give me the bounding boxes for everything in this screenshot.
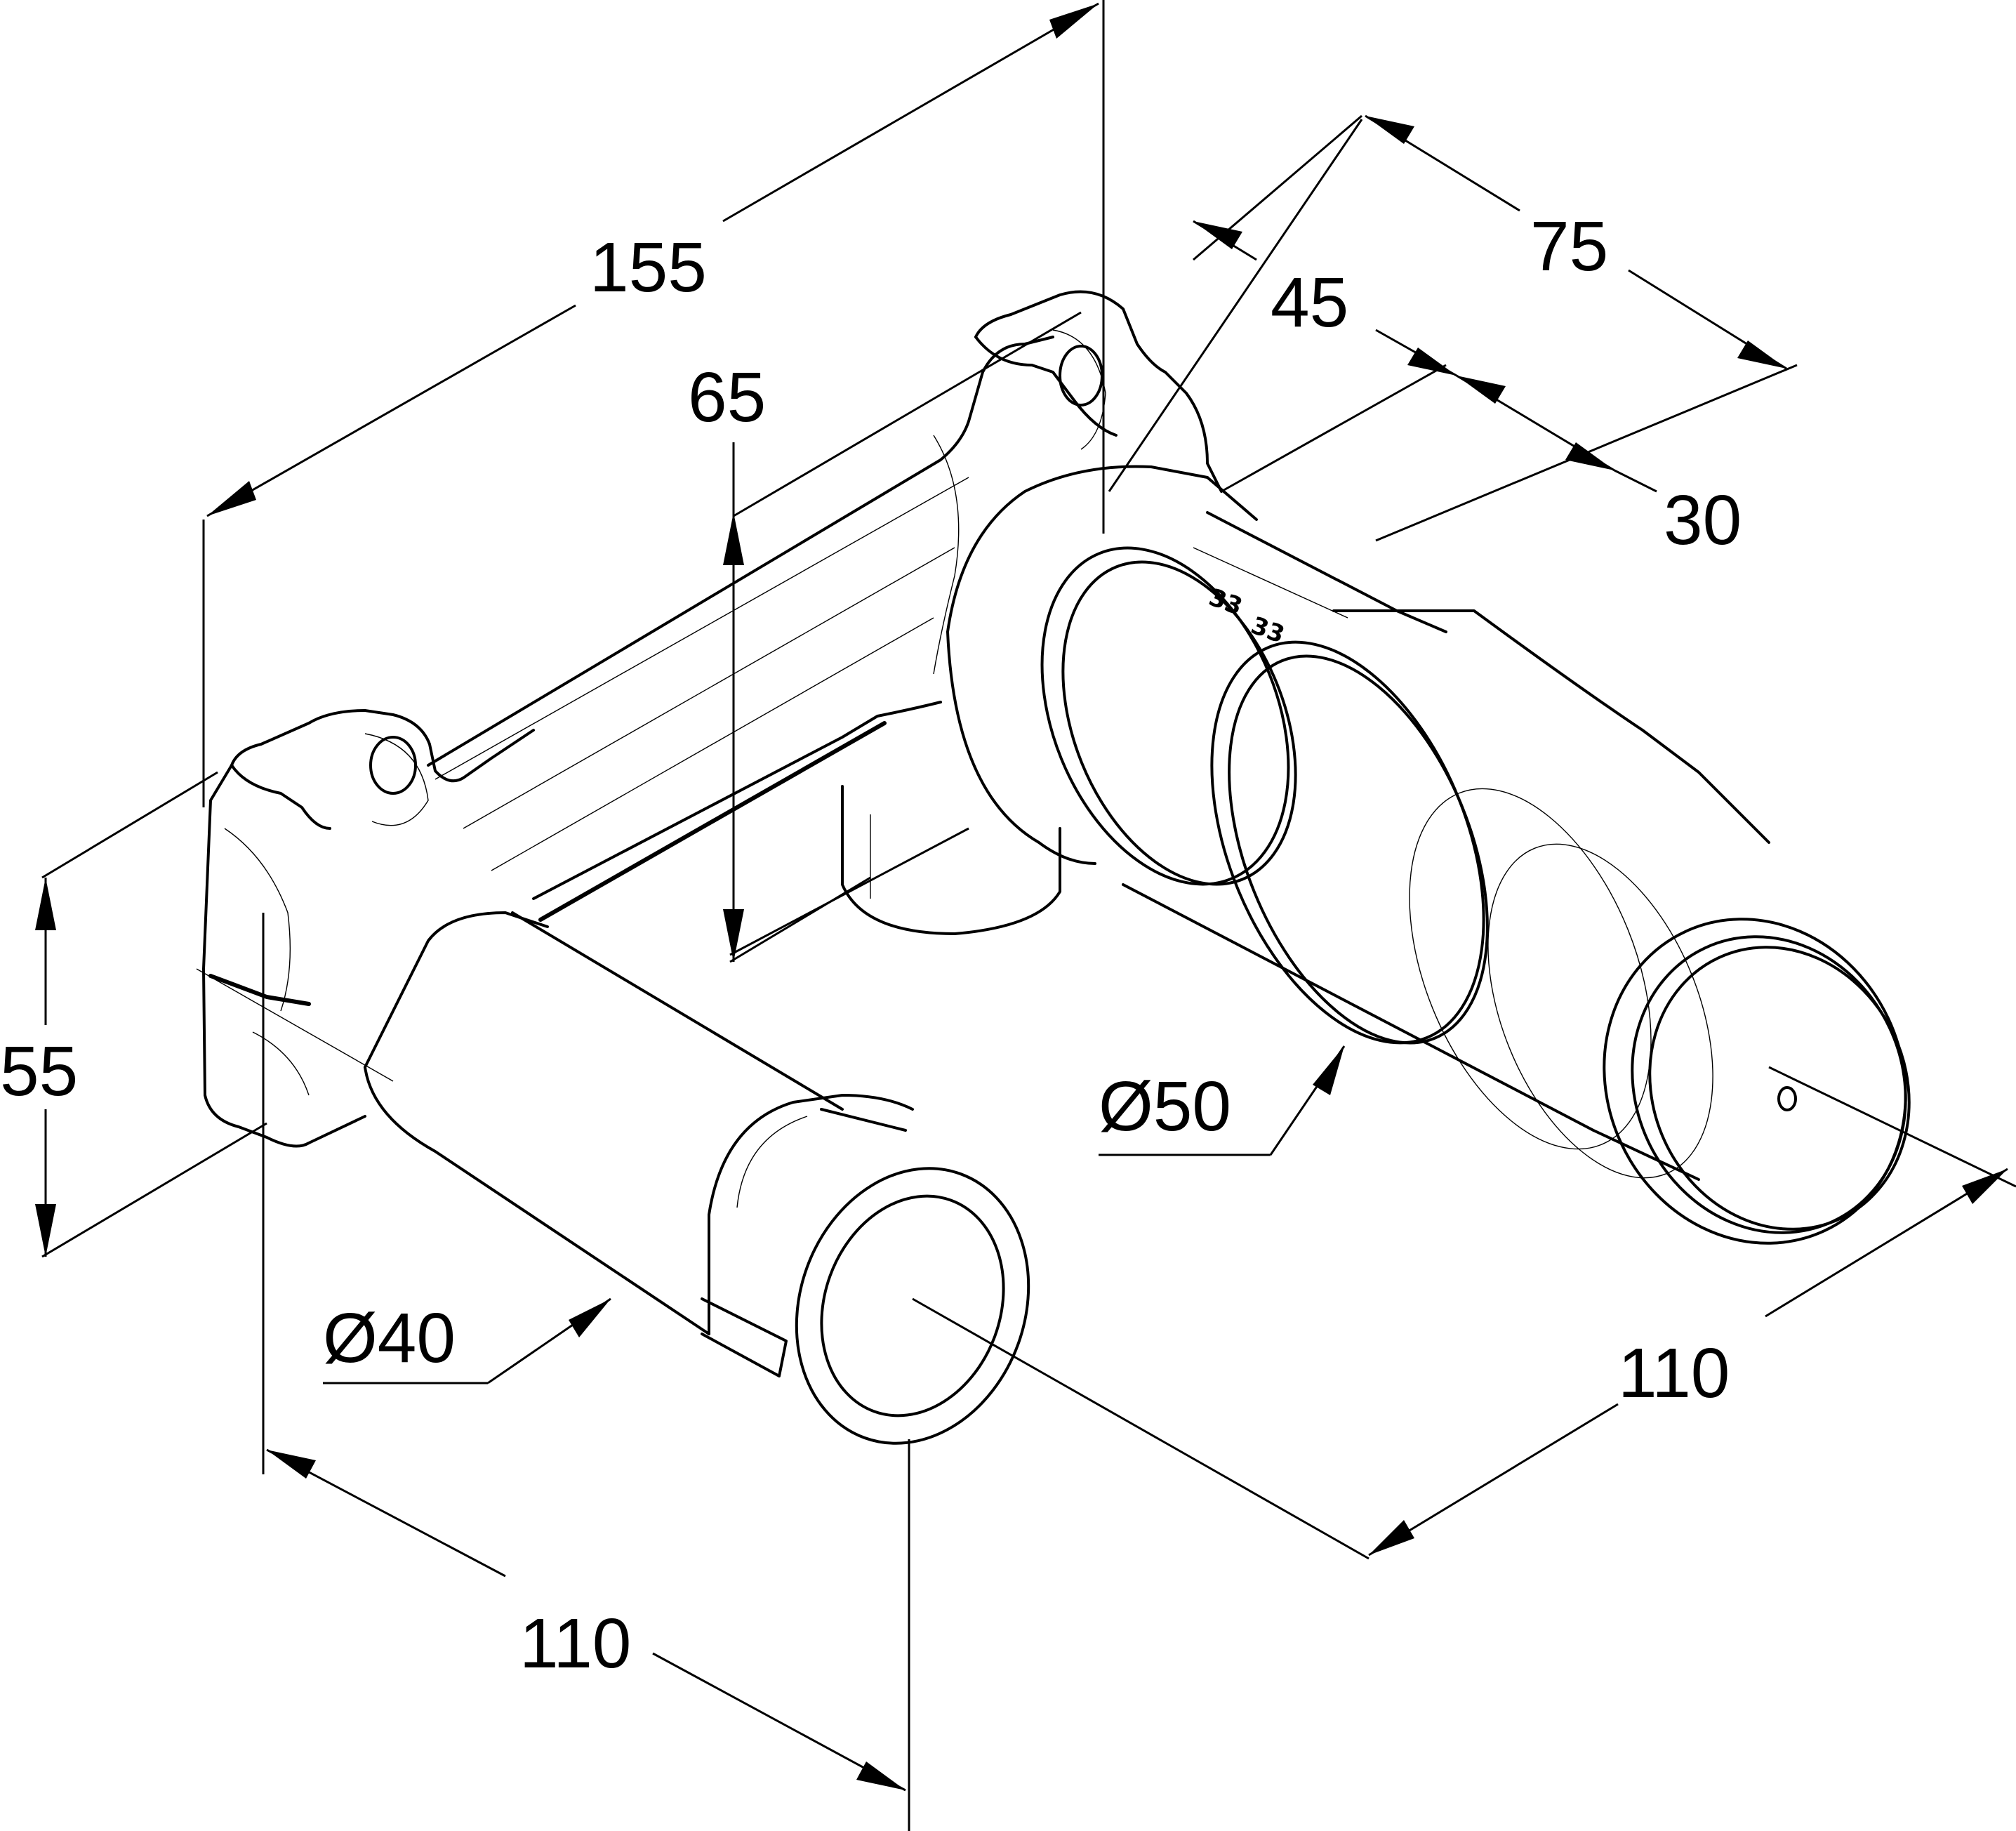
wall-mounting-body (202, 290, 1223, 1148)
dimension-55: 55 (0, 1032, 78, 1111)
dimension-lines (35, 0, 2016, 1831)
dimension-75: 75 (1530, 207, 1608, 286)
dimension-110-right: 110 (1618, 1334, 1730, 1413)
dimension-45: 45 (1271, 263, 1348, 342)
dimension-65: 65 (688, 358, 766, 437)
dimension-155: 155 (590, 228, 707, 307)
outlet-pipe-d40 (196, 911, 1030, 1445)
dimension-30: 30 (1664, 481, 1742, 560)
dimension-110-left: 110 (519, 1604, 631, 1683)
diameter-50: Ø50 (1099, 1067, 1231, 1146)
diameter-40: Ø40 (323, 1299, 456, 1377)
cartridge-d50: 33 33 (946, 465, 1911, 1245)
